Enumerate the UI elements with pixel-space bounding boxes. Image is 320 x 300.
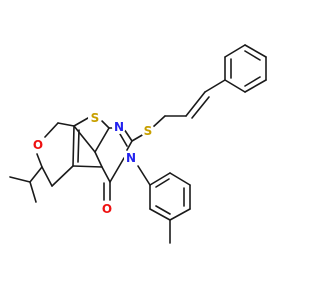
atom-o-keto: O [100, 202, 114, 216]
atom-symbol: S [144, 124, 153, 138]
atom-o-ring: O [31, 138, 45, 152]
bond [185, 91, 206, 117]
bond [204, 79, 226, 93]
bond [123, 128, 133, 142]
bond [191, 96, 210, 119]
bond [169, 208, 191, 221]
bond [29, 166, 43, 183]
bond [149, 208, 171, 221]
bond [72, 125, 75, 167]
molecule-structure: S N S N O O [9, 44, 267, 244]
bond [41, 166, 53, 187]
bond [131, 133, 145, 142]
bond [51, 165, 74, 187]
bond [155, 205, 171, 215]
atom-n-sub: N [124, 151, 138, 165]
bond [149, 172, 171, 186]
atom-s-chain: S [141, 124, 155, 138]
bond [244, 44, 267, 58]
bond [244, 50, 261, 61]
bond [36, 153, 43, 168]
atom-symbol: O [102, 202, 112, 216]
atom-n-top: N [112, 120, 126, 134]
bond [44, 122, 59, 138]
bonds [9, 44, 267, 244]
atom-labels: S N S N O O [31, 111, 155, 216]
bond [151, 115, 166, 129]
bond [119, 133, 128, 147]
bond [9, 176, 31, 183]
bond [72, 165, 103, 168]
atom-symbol: N [114, 120, 124, 134]
bond [73, 125, 96, 153]
bond [169, 172, 191, 186]
bond [101, 166, 111, 183]
bond [244, 79, 267, 93]
bond [244, 76, 261, 87]
bond [57, 122, 75, 127]
atom-symbol: S [91, 111, 100, 125]
bond [101, 120, 110, 129]
bond [109, 157, 125, 183]
bond [155, 178, 170, 188]
bond [94, 151, 103, 168]
atom-symbol: O [33, 138, 43, 152]
bond [126, 140, 133, 151]
bond [224, 79, 246, 93]
bond [137, 165, 151, 186]
bond [29, 181, 37, 203]
atom-s-ring: S [88, 111, 102, 125]
bond [224, 44, 246, 58]
bond [94, 127, 110, 153]
bond [73, 117, 89, 127]
bond [77, 129, 80, 163]
atom-symbol: N [126, 151, 136, 165]
